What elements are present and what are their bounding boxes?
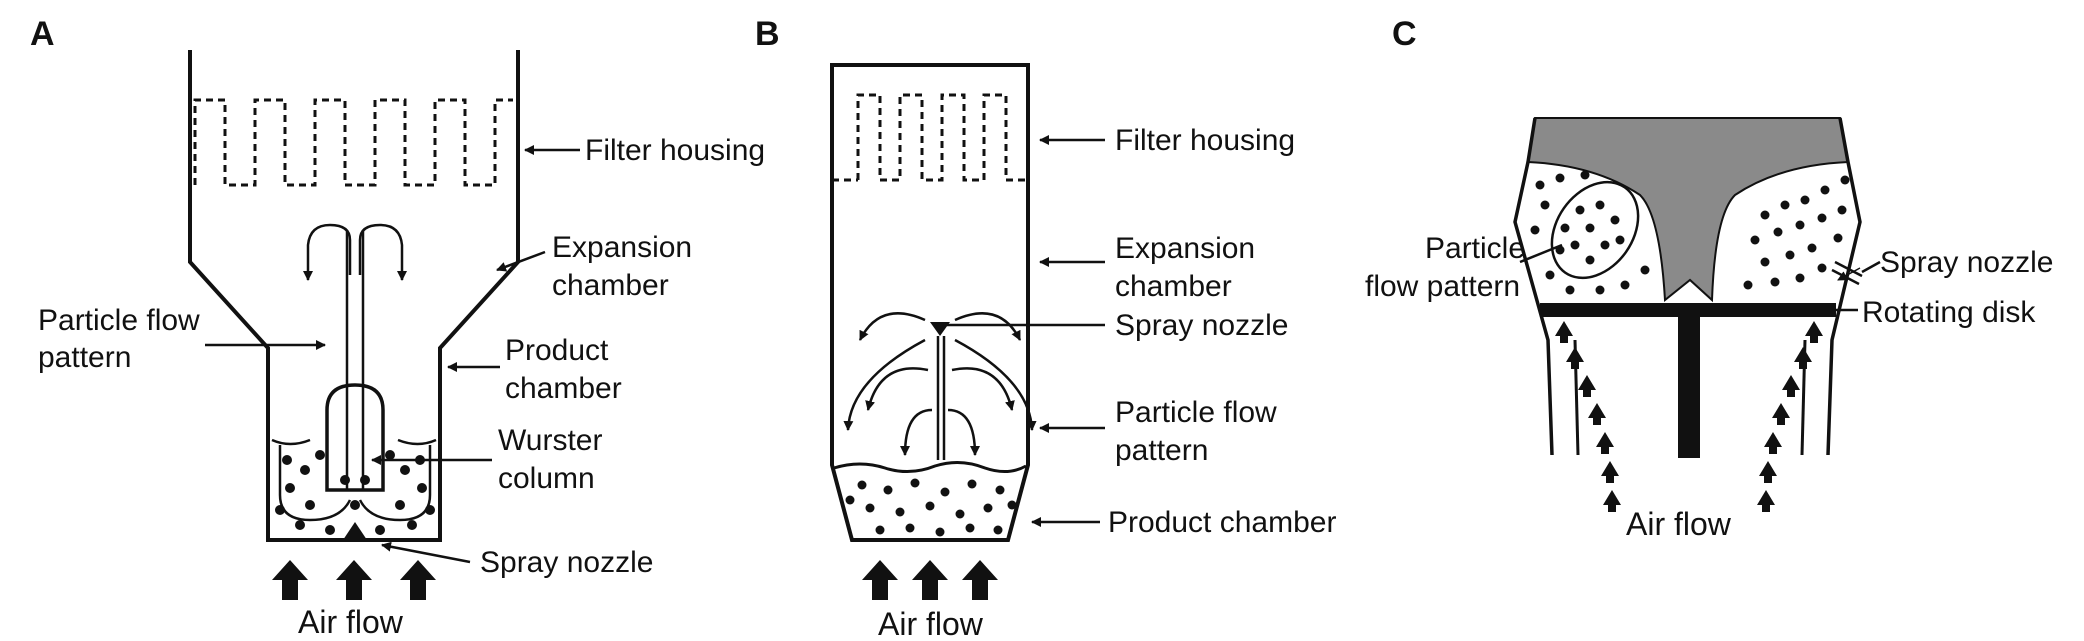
air-flow-arrows-b (862, 560, 998, 600)
label-wurster-a: column (498, 462, 595, 495)
spray-direction-c (1837, 267, 1861, 281)
vessel-outline-a (188, 50, 520, 542)
air-flow-trail-right-c (1757, 321, 1823, 512)
vessel-wall-right-c (1826, 117, 1862, 456)
label-expansion-b: Expansion (1115, 232, 1255, 265)
label-particle-flow-c: Particle (1425, 232, 1525, 265)
label-wurster-a: Wurster (498, 424, 602, 457)
spray-nozzle-shape-c (1834, 260, 1863, 278)
panel-b: B (755, 15, 1336, 641)
panel-letter-c: C (1392, 15, 1417, 53)
bed-u-left-a (278, 445, 352, 522)
label-spray-nozzle-a: Spray nozzle (480, 546, 653, 579)
bed-surface-b (833, 461, 1027, 473)
flow-ellipse-c (1550, 180, 1640, 280)
bed-u-right-a (358, 445, 432, 522)
leader-expansion-a (496, 250, 546, 272)
particles-ellipse-c (1560, 200, 1625, 265)
label-product-chamber-b: Product chamber (1108, 506, 1336, 539)
label-particle-flow-c: flow pattern (1365, 270, 1520, 303)
panel-a: A (30, 15, 765, 640)
leader-spray-nozzle-a (381, 541, 471, 564)
label-product-a: Product (505, 334, 609, 367)
particles-b (845, 478, 1017, 537)
label-spray-nozzle-b: Spray nozzle (1115, 309, 1288, 342)
label-particle-flow-a: pattern (38, 341, 131, 374)
particles-right-c (1743, 175, 1850, 290)
label-expansion-a: chamber (552, 269, 669, 302)
filter-housing-b (856, 93, 1026, 182)
panel-letter-b: B (755, 15, 780, 53)
particle-flow-curves-b (843, 312, 1037, 456)
label-rotating-disk-c: Rotating disk (1862, 296, 2036, 329)
label-air-flow-c: Air flow (1626, 506, 1732, 542)
label-spray-nozzle-c: Spray nozzle (1880, 246, 2053, 279)
flow-arrow-left-a (303, 223, 352, 281)
leader-particle-flow-c (1519, 243, 1563, 264)
label-air-flow-b: Air flow (878, 606, 984, 641)
disk-shaft-c (1678, 303, 1700, 458)
panel-letter-a: A (30, 15, 55, 53)
label-particle-flow-a: Particle flow (38, 304, 200, 337)
label-expansion-a: Expansion (552, 231, 692, 264)
label-filter-housing-a: Filter housing (585, 134, 765, 167)
spray-nozzle-shape-a (343, 522, 367, 540)
filter-housing-a (193, 98, 513, 187)
leader-spray-nozzle-c (1861, 260, 1881, 274)
flow-arrow-right-a (358, 223, 407, 281)
bed-surface-a (271, 438, 437, 446)
label-filter-housing-b: Filter housing (1115, 124, 1295, 157)
air-flow-arrows-a (272, 560, 436, 600)
gray-chamber-c (1526, 117, 1850, 303)
label-particle-flow-b: Particle flow (1115, 396, 1277, 429)
vessel-wall-left-c (1513, 117, 1554, 456)
particles-left-c (1530, 170, 1650, 295)
label-particle-flow-b: pattern (1115, 434, 1208, 467)
label-expansion-b: chamber (1115, 270, 1232, 303)
particles-a (275, 450, 435, 535)
label-air-flow-a: Air flow (298, 604, 404, 640)
label-product-a: chamber (505, 372, 622, 405)
vessel-outline-b (830, 63, 1030, 542)
air-flow-trail-left-c (1555, 321, 1621, 512)
panel-c: C (1365, 15, 2053, 542)
wurster-column-a (325, 383, 385, 492)
